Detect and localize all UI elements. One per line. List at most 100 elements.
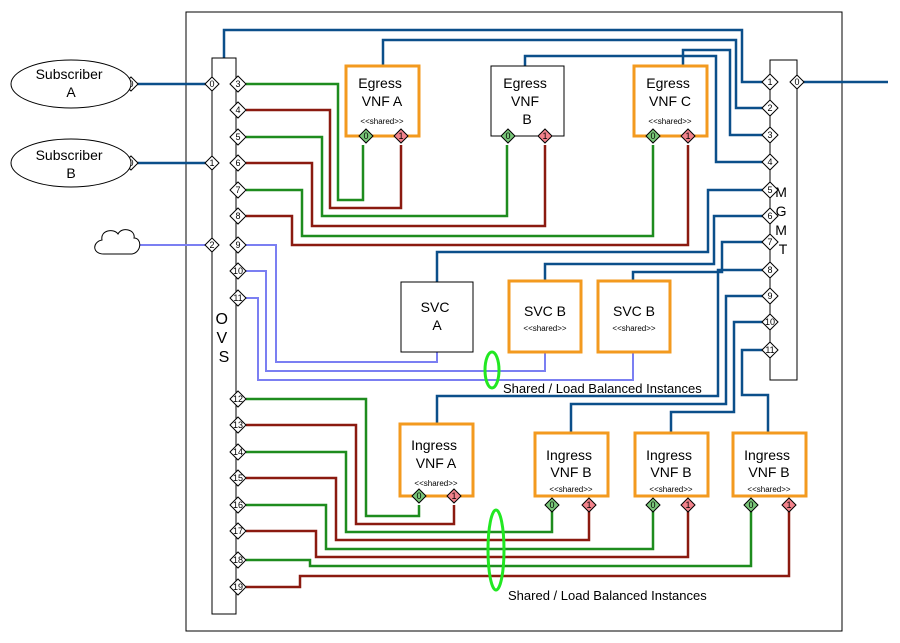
mgmt-port-1: 1 — [761, 73, 779, 91]
mgmt-port-4-label: 4 — [767, 157, 772, 167]
ovs-right-port-9-label: 9 — [235, 240, 240, 250]
ingress-links — [246, 397, 791, 589]
svc-b-2-line1: SVC B — [613, 303, 655, 319]
ovs-right-port-5-label: 5 — [235, 132, 240, 142]
ovs-right-port-19: 19 — [229, 578, 247, 596]
ingress-vnf-a-port-0-label: 0 — [416, 491, 421, 501]
ovs-right-port-15-label: 15 — [233, 473, 243, 483]
mgmt-port-5-label: 5 — [767, 185, 772, 195]
ovs-right-port-7: 7 — [229, 181, 247, 199]
ovs-right-port-8: 8 — [229, 207, 247, 225]
ingress-vnf-a-shared: <<shared>> — [414, 479, 457, 488]
egress-vnf-a-port-0-label: 0 — [363, 131, 368, 141]
egress-vnf-c-line2: VNF C — [649, 93, 691, 109]
egress-vnf-c-line1: Egress — [646, 75, 690, 91]
egress-vnf-a-port-1: 1 — [393, 128, 409, 144]
ovs-right-port-15: 15 — [229, 469, 247, 487]
egress-vnf-a-port-0: 0 — [358, 128, 374, 144]
mgmt-port-9-label: 9 — [767, 291, 772, 301]
subscriber-a-line2: A — [66, 84, 76, 100]
mgmt-port-10: 10 — [761, 313, 779, 331]
ingress-vnf-b-3: Ingress VNF B <<shared>> — [731, 431, 808, 498]
ovs-right-port-11-label: 11 — [233, 293, 242, 303]
shared-highlight-bottom — [486, 508, 506, 592]
ingress-vnf-b-3-port-0-label: 0 — [748, 500, 753, 510]
egress-vnf-b-port-1: 1 — [537, 128, 553, 144]
ingress-vnf-b-2: Ingress VNF B <<shared>> — [633, 431, 710, 498]
egress-vnf-b-line3: B — [522, 111, 531, 127]
ingress-vnf-b-1-port-0-label: 0 — [549, 500, 554, 510]
ovs-right-port-16: 16 — [229, 496, 247, 514]
switch-ports: 0123456789101112131415161718190012345678… — [123, 73, 805, 596]
ovs-left-port-1-label: 1 — [209, 158, 214, 168]
ingress-vnf-b-3-port-0: 0 — [743, 497, 759, 513]
ingress-vnf-b-2-line2: VNF B — [650, 464, 691, 480]
subscriber-links — [137, 82, 212, 165]
ovs-right-port-17-label: 17 — [233, 526, 243, 536]
egress-vnf-a-line2: VNF A — [362, 93, 403, 109]
ingress-vnf-b-1-port-1: 1 — [581, 497, 597, 513]
ovs-right-port-18: 18 — [229, 551, 247, 569]
mgmt-port-3-label: 3 — [767, 130, 772, 140]
ingress-vnf-b-1-line1: Ingress — [546, 447, 592, 463]
mgmt-port-7: 7 — [761, 233, 779, 251]
ovs-right-port-12-label: 12 — [233, 394, 243, 404]
ingress-vnf-b-3-shared: <<shared>> — [747, 485, 790, 494]
egress-vnf-a: Egress VNF A <<shared>> — [344, 64, 421, 138]
ingress-vnf-b-2-port-0-label: 0 — [650, 500, 655, 510]
svc-a-line2: A — [432, 317, 442, 333]
ovs-right-port-7-label: 7 — [235, 185, 240, 195]
svg-text:Egress VNF A: Egress VNF A — [358, 75, 405, 109]
mgmt-port-11: 11 — [761, 341, 779, 359]
egress-vnf-b-line2: VNF — [511, 93, 539, 109]
mgmt-port-6-label: 6 — [767, 211, 772, 221]
ovs-right-port-5: 5 — [229, 128, 247, 146]
egress-vnf-b-port-1-label: 1 — [542, 131, 547, 141]
egress-vnf-b-line1: Egress — [503, 75, 547, 91]
ingress-vnf-b-1-shared: <<shared>> — [549, 485, 592, 494]
svg-text:Subscriber A: Subscriber A — [36, 66, 107, 100]
host-frame — [185, 11, 843, 632]
ingress-vnf-b-1: Ingress VNF B <<shared>> — [533, 431, 610, 498]
mgmt-port-8-label: 8 — [767, 265, 772, 275]
ovs-right-port-3-label: 3 — [235, 79, 240, 89]
ovs-switch: O V S — [211, 57, 237, 615]
ovs-right-port-17: 17 — [229, 522, 247, 540]
ovs-right-port-8-label: 8 — [235, 211, 240, 221]
mgmt-port-3: 3 — [761, 126, 779, 144]
shared-annotation-top: Shared / Load Balanced Instances — [503, 381, 702, 396]
ovs-left-port-0: 0 — [204, 76, 220, 92]
egress-vnf-b-port-0-label: 0 — [505, 131, 510, 141]
egress-vnf-c-port-1: 1 — [680, 128, 696, 144]
subscriber-b: Subscriber B — [10, 138, 132, 188]
ingress-vnf-b-2-shared: <<shared>> — [649, 485, 692, 494]
ingress-vnf-b-1-port-0: 0 — [544, 497, 560, 513]
svg-text:Egress VNF B: Egress VNF B — [503, 75, 550, 127]
ingress-vnf-b-3-port-1-label: 1 — [786, 500, 791, 510]
ovs-left-port-2: 2 — [204, 237, 220, 253]
ingress-vnf-a-port-0: 0 — [411, 488, 427, 504]
ingress-vnf-b-1-line2: VNF B — [550, 464, 591, 480]
egress-vnf-b-port-0: 0 — [500, 128, 516, 144]
ovs-right-port-4-label: 4 — [235, 105, 240, 115]
egress-vnf-a-port-1-label: 1 — [398, 131, 403, 141]
ovs-label: O V S — [216, 311, 233, 366]
ingress-vnf-b-3-line2: VNF B — [748, 464, 789, 480]
shared-annotation-bottom: Shared / Load Balanced Instances — [508, 588, 707, 603]
subscriber-b-line1: Subscriber — [36, 147, 103, 163]
egress-vnf-c: Egress VNF C <<shared>> — [632, 64, 709, 138]
svc-links — [138, 244, 634, 381]
ovs-right-port-10-label: 10 — [233, 266, 243, 276]
ovs-right-port-18-label: 18 — [233, 555, 243, 565]
mgmt-uplink-port-label: 0 — [794, 77, 799, 87]
svg-text:Ingress VNF A: Ingress VNF A — [411, 437, 461, 471]
egress-vnf-a-shared: <<shared>> — [360, 117, 403, 126]
ovs-right-port-10: 10 — [229, 262, 247, 280]
svc-a-line1: SVC — [421, 299, 450, 315]
mgmt-links — [222, 28, 888, 432]
egress-vnf-a-line1: Egress — [358, 75, 402, 91]
mgmt-port-9: 9 — [761, 287, 779, 305]
svc-b-2-shared: <<shared>> — [612, 324, 655, 333]
